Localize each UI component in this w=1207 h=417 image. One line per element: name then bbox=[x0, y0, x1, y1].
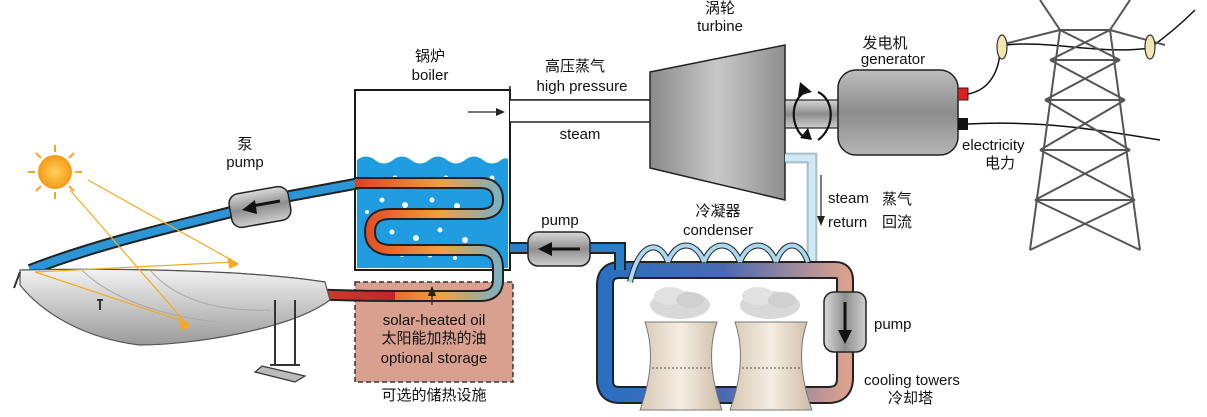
steam-return-pipe bbox=[785, 152, 825, 262]
generator-label-zh: 发电机 bbox=[862, 35, 908, 52]
oil-pump bbox=[228, 185, 292, 229]
generator-label-en: generator bbox=[860, 51, 926, 68]
cooling-tower-2 bbox=[729, 287, 813, 411]
generator bbox=[837, 69, 969, 156]
boiler-oil-coil bbox=[355, 177, 505, 302]
steam-return-label-en-1: steam bbox=[828, 190, 869, 207]
pump-middle-label: pump bbox=[541, 212, 579, 229]
sun-rays bbox=[34, 179, 240, 331]
feedwater-pump bbox=[527, 231, 591, 267]
storage-label-line3: optional storage bbox=[380, 350, 488, 367]
storage-caption: 可选的储热设施 bbox=[381, 387, 487, 404]
turbine-label-zh: 涡轮 bbox=[704, 0, 735, 17]
turbine bbox=[649, 44, 786, 201]
high-pressure-label-en: high pressure bbox=[536, 78, 628, 95]
storage-label-line1: solar-heated oil bbox=[382, 312, 486, 329]
turbine-shaft bbox=[784, 82, 841, 141]
steam-return-label-zh-1: 蒸气 bbox=[882, 191, 913, 208]
sun-icon bbox=[28, 145, 82, 199]
insulator-right-icon bbox=[1144, 34, 1156, 60]
condenser-label-zh: 冷凝器 bbox=[695, 203, 741, 220]
turbine-label-en: turbine bbox=[697, 18, 743, 35]
high-pressure-steam-pipe bbox=[468, 86, 656, 123]
cooling-tower-1 bbox=[639, 287, 723, 411]
condenser-label-en: condenser bbox=[682, 222, 754, 239]
cooling-towers-label-zh: 冷却塔 bbox=[888, 390, 934, 407]
pump-left-label-zh: 泵 bbox=[237, 136, 253, 153]
insulator-left-icon bbox=[996, 34, 1008, 60]
boiler-label-zh: 锅炉 bbox=[414, 48, 445, 65]
storage-label-line2: 太阳能加热的油 bbox=[381, 330, 487, 347]
transmission-tower bbox=[999, 0, 1166, 251]
pump-right-label: pump bbox=[874, 316, 912, 333]
pump-left-label-en: pump bbox=[226, 154, 264, 171]
condenser-pump bbox=[823, 291, 867, 353]
electricity-label-zh: 电力 bbox=[985, 155, 1016, 172]
oil-return-pipe bbox=[27, 177, 362, 276]
boiler-label-en: boiler bbox=[411, 67, 449, 84]
steam-return-label-en-2: return bbox=[828, 214, 868, 231]
parabolic-trough-collector bbox=[13, 267, 331, 383]
electricity-label-en: electricity bbox=[962, 137, 1025, 154]
high-pressure-label-zh: 高压蒸气 bbox=[544, 58, 605, 75]
condenser-loop bbox=[596, 261, 854, 404]
steam-return-label-zh-2: 回流 bbox=[882, 214, 913, 231]
cooling-towers-label-en: cooling towers bbox=[864, 372, 960, 389]
steam-label: steam bbox=[559, 126, 601, 143]
